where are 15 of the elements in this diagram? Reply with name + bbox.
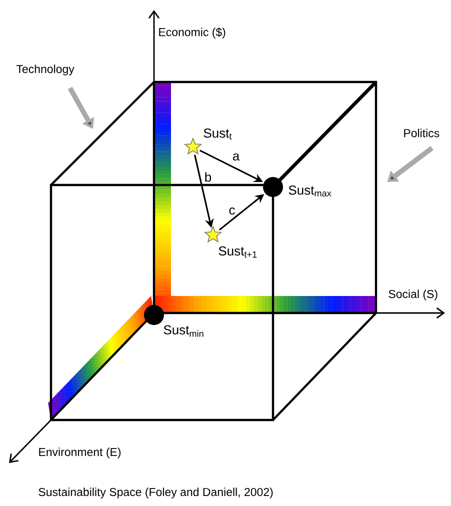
axis-label: Social (S) — [388, 290, 438, 300]
axis-label: Politics — [404, 128, 440, 138]
axis-label: Environment (E) — [39, 448, 121, 458]
point-dot — [263, 177, 283, 197]
edge-label: c — [228, 206, 236, 216]
axis-label: Technology — [16, 64, 74, 76]
point-label: Sust$_{t+1}$ — [218, 246, 257, 258]
axis-label: Economic ($) — [159, 28, 226, 38]
edge-label: b — [203, 171, 213, 183]
point-label: Sust$_{max}$ — [288, 186, 332, 196]
point-label: Sust$_{t}$ — [204, 128, 232, 140]
point-label: Sust$_{min}$ — [164, 325, 204, 337]
point-dot — [144, 305, 164, 325]
caption: Sustainability Space (Foley and Daniell, 2002) — [38, 488, 273, 498]
edge-label: a — [231, 152, 241, 162]
